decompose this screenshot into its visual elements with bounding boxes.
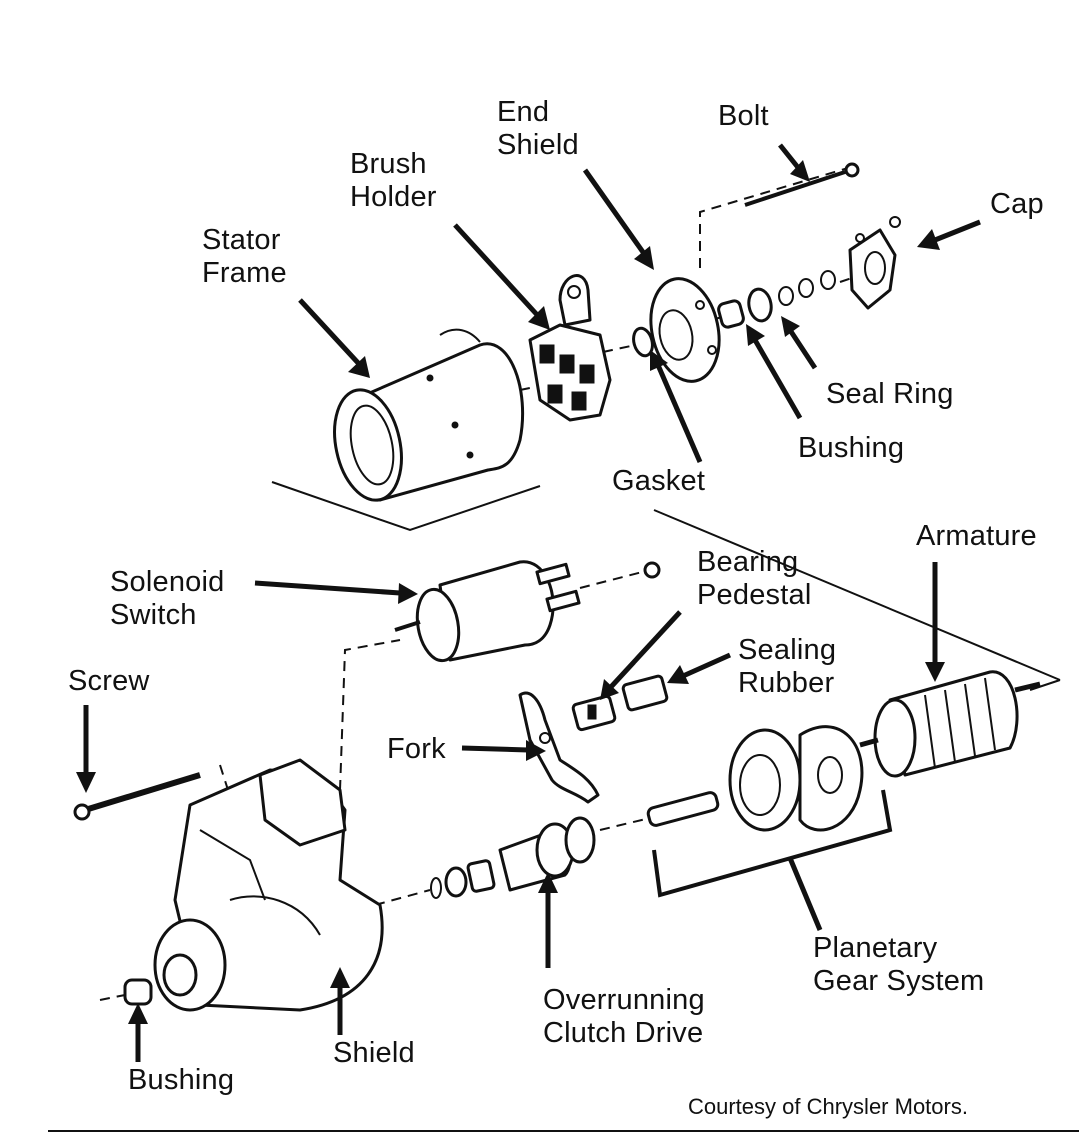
label-planetary-gear-system: Planetary Gear System [813,932,985,997]
label-seal-ring: Seal Ring [826,378,954,410]
label-bushing-bottom: Bushing [128,1064,235,1096]
overrunning-clutch-part [430,816,596,899]
label-screw: Screw [68,665,150,697]
rear-small-parts [717,216,901,329]
label-fork: Fork [387,733,446,765]
label-overrunning-clutch-drive: Overrunning Clutch Drive [543,984,705,1049]
planetary-bracket [652,789,893,898]
label-bolt: Bolt [718,100,769,132]
planetary-gear-part [646,725,864,832]
label-end-shield: End Shield [497,96,579,161]
stator-frame-part [333,328,525,502]
end-shield-part [649,277,721,383]
bolt-part [744,162,860,207]
label-armature: Armature [916,520,1037,552]
bearing-pedestal-part [571,674,669,732]
label-shield: Shield [333,1037,415,1069]
gasket-part [632,326,654,358]
brush-holder-part [528,274,612,422]
bushing-bottom-part [123,978,153,1006]
solenoid-switch-part [394,560,661,663]
label-gasket: Gasket [612,465,706,497]
shield-part [153,758,384,1012]
fork-part [518,691,600,804]
label-bushing-top: Bushing [798,432,905,464]
label-bearing-pedestal: Bearing Pedestal [697,546,812,611]
screw-part [73,772,201,821]
label-sealing-rubber: Sealing Rubber [738,634,837,699]
label-solenoid-switch: Solenoid Switch [110,566,225,631]
ground-plane-lines [271,481,1061,691]
label-stator-frame: Stator Frame [202,224,287,289]
credit-line: Courtesy of Chrysler Motors. [688,1094,968,1119]
label-cap: Cap [990,188,1044,220]
armature-part [859,670,1041,778]
label-brush-holder: Brush Holder [350,148,437,213]
leader-arrows [76,143,981,1062]
